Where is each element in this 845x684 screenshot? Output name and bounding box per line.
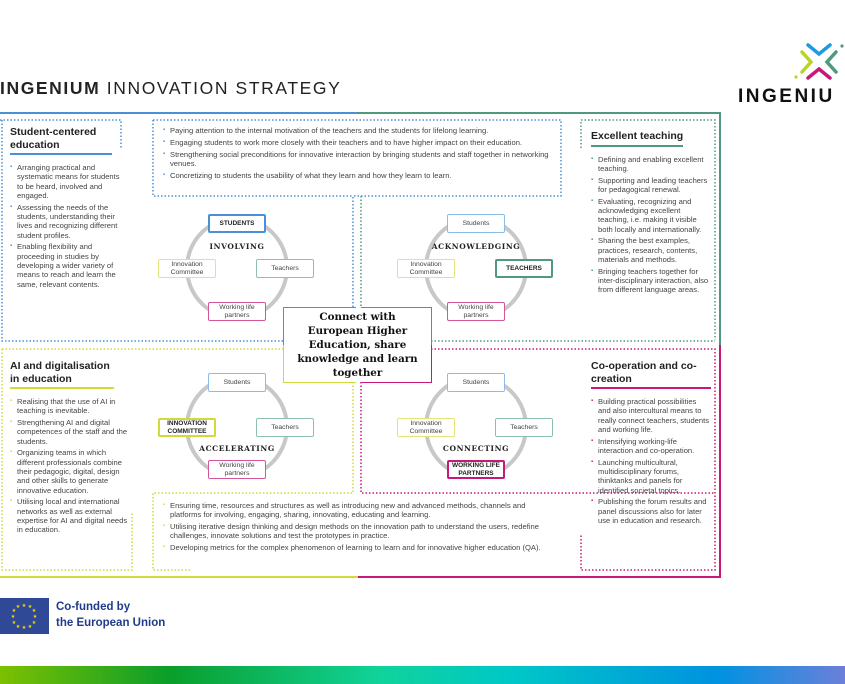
- center-statement: Connect with European Higher Education, …: [284, 308, 431, 382]
- svg-text:★: ★: [28, 624, 33, 630]
- list-item: Developing metrics for the complex pheno…: [163, 543, 558, 553]
- svg-text:★: ★: [32, 620, 37, 626]
- excellent-teaching-section: Excellent teaching Defining and enabling…: [591, 126, 709, 297]
- list-item: Intensifying working-life interaction an…: [591, 437, 711, 456]
- page-title: INGENIUM INNOVATION STRATEGY: [0, 78, 341, 99]
- list-item: Engaging students to work more closely w…: [163, 138, 558, 148]
- title-brand: INGENIUM: [0, 78, 101, 98]
- list-item: Utilising local and international networ…: [10, 497, 128, 534]
- list-item: Utilising iterative design thinking and …: [163, 522, 558, 541]
- list-item: Paying attention to the internal motivat…: [163, 126, 558, 136]
- section-title: Co-operation and co-creation: [591, 360, 711, 389]
- list-item: Strengthening AI and digital competences…: [10, 418, 128, 446]
- list-item: Realising that the use of AI in teaching…: [10, 397, 128, 416]
- section-title: Excellent teaching: [591, 130, 684, 147]
- ingenium-x-icon: [794, 43, 844, 80]
- list-item: Ensuring time, resources and structures …: [163, 501, 558, 520]
- student-centered-section: Student-centered education Arranging pra…: [10, 126, 120, 291]
- eu-flag-icon: ★★★★★★★★★★★★: [0, 598, 49, 634]
- list-item: Assessing the needs of the students, und…: [10, 203, 120, 240]
- cycle-node-innovation-committee: Innovation Committee: [397, 259, 455, 278]
- svg-text:★: ★: [22, 625, 27, 631]
- footer-gradient-bar: [0, 666, 845, 684]
- cycle-verb: INVOLVING: [209, 242, 265, 251]
- eu-cofunded-text: Co-funded by the European Union: [56, 600, 165, 631]
- list-item: Organizing teams in which different prof…: [10, 448, 128, 494]
- cycle-verb: ACKNOWLEDGING: [431, 242, 521, 251]
- section-title: Student-centered education: [10, 126, 112, 155]
- list-item: Enabling flexibility and proceeding in s…: [10, 242, 120, 288]
- title-rest: INNOVATION STRATEGY: [106, 78, 342, 98]
- list-item: Arranging practical and systematic means…: [10, 163, 120, 200]
- list-item: Supporting and leading teachers for peda…: [591, 176, 709, 195]
- cycle-node-teachers: Teachers: [495, 418, 553, 437]
- bottom-center-section: Ensuring time, resources and structures …: [163, 501, 558, 555]
- cycle-node-teachers: TEACHERS: [495, 259, 553, 278]
- cycle-verb: ACCELERATING: [199, 444, 275, 453]
- cycle-node-working-life: Working life partners: [208, 302, 266, 321]
- cycle-node-innovation-committee: INNOVATION COMMITTEE: [158, 418, 216, 437]
- list-item: Strengthening social preconditions for i…: [163, 150, 558, 169]
- cycle-node-students: Students: [208, 373, 266, 392]
- list-item: Concretizing to students the usability o…: [163, 171, 558, 181]
- logo-text: INGENIU: [738, 86, 835, 107]
- list-item: Bringing teachers together for inter-dis…: [591, 267, 709, 295]
- section-title: AI and digitalisation in education: [10, 360, 114, 389]
- cycle-node-working-life: Working life partners: [447, 302, 505, 321]
- cycle-node-innovation-committee: Innovation Committee: [397, 418, 455, 437]
- eu-line-2: the European Union: [56, 616, 166, 629]
- top-center-section: Paying attention to the internal motivat…: [163, 126, 558, 182]
- svg-text:★: ★: [28, 604, 33, 610]
- cycle-node-innovation-committee: Innovation Committee: [158, 259, 216, 278]
- cycle-node-students: Students: [447, 214, 505, 233]
- svg-text:★: ★: [16, 604, 21, 610]
- cycle-node-students: STUDENTS: [208, 214, 266, 233]
- cycle-node-teachers: Teachers: [256, 418, 314, 437]
- list-item: Defining and enabling excellent teaching…: [591, 155, 709, 174]
- svg-text:★: ★: [32, 608, 37, 614]
- svg-text:★: ★: [33, 614, 38, 620]
- cycle-node-working-life: Working life partners: [208, 460, 266, 479]
- list-item: Publishing the forum results and panel d…: [591, 497, 711, 525]
- cycle-node-teachers: Teachers: [256, 259, 314, 278]
- svg-text:★: ★: [16, 624, 21, 630]
- eu-line-1: Co-funded by: [56, 601, 131, 613]
- ingenium-logo: INGENIU: [738, 40, 845, 110]
- cycle-node-working-life: WORKING LIFE PARTNERS: [447, 460, 505, 479]
- cycle-node-students: Students: [447, 373, 505, 392]
- list-item: Sharing the best examples, practices, re…: [591, 236, 709, 264]
- ai-section: AI and digitalisation in education Reali…: [10, 360, 128, 537]
- svg-text:★: ★: [12, 620, 17, 626]
- list-item: Evaluating, recognizing and acknowledgin…: [591, 197, 709, 234]
- svg-text:★: ★: [12, 608, 17, 614]
- cooperation-section: Co-operation and co-creation Building pr…: [591, 360, 711, 528]
- cycle-verb: CONNECTING: [442, 444, 510, 453]
- list-item: Building practical possibilities and als…: [591, 397, 711, 434]
- svg-text:★: ★: [22, 603, 27, 609]
- svg-text:★: ★: [11, 614, 16, 620]
- list-item: Launching multicultural, multidisciplina…: [591, 458, 711, 495]
